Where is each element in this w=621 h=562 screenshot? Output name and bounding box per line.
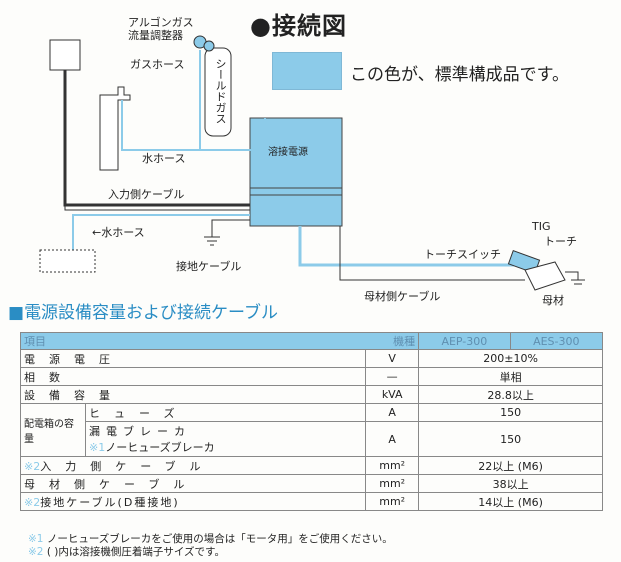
water-tap xyxy=(99,86,131,171)
tig-label-2: トーチ xyxy=(544,235,577,248)
row-label: ※2接地ケーブル(D種接地) xyxy=(19,492,367,511)
table-row: 相数 — 単相 xyxy=(19,367,603,386)
tig-label-1: TIG xyxy=(532,220,551,233)
header-model-2: AES-300 xyxy=(509,332,604,350)
legend-color-swatch xyxy=(272,52,342,90)
row-label: 相数 xyxy=(19,367,367,386)
row-unit: — xyxy=(365,367,420,386)
table-row: ※2接地ケーブル(D種接地) mm² 14以上 (M6) xyxy=(19,492,603,511)
row-value: 22以上 (M6) xyxy=(418,456,603,475)
row-unit: mm² xyxy=(365,492,420,511)
row-unit: A xyxy=(365,421,420,457)
shield-gas-label: シールドガス xyxy=(214,58,227,124)
welding-power-unit xyxy=(249,117,343,227)
gas-hose-label: ガスホース xyxy=(130,58,185,71)
row-label: ※2入力側ケーブル xyxy=(19,456,367,475)
table-row: 漏電ブレーカ ※1ノーヒューズブレーカ A 150 xyxy=(21,421,603,457)
water-hose-label: 水ホース xyxy=(142,152,186,165)
page-title: ●接続図 xyxy=(250,12,347,40)
table-row: 配電箱の容量 ヒューズ A 150 xyxy=(20,403,603,457)
table-header-row: 項目機種 AEP-300 AES-300 xyxy=(19,332,604,350)
row-value: 38以上 xyxy=(418,474,603,493)
row-value: 14以上 (M6) xyxy=(418,492,603,511)
row-unit: A xyxy=(365,403,420,422)
header-item: 項目機種 xyxy=(19,332,420,350)
row-value: 150 xyxy=(418,403,603,422)
row-label: 電源電圧 xyxy=(19,349,367,368)
row-label: 漏電ブレーカ ※1ノーヒューズブレーカ xyxy=(84,421,367,457)
row-label: ヒューズ xyxy=(84,403,367,422)
footnotes: ※1 ノーヒューズブレーカをご使用の場合は「モータ用」をご使用ください。 ※2 … xyxy=(28,533,393,559)
footnote-2: ※2 ( )内は溶接機側圧着端子サイズです。 xyxy=(28,546,225,558)
base-material-label: 母材 xyxy=(542,294,564,307)
legend-text: この色が、標準構成品です。 xyxy=(350,65,569,85)
row-unit: kVA xyxy=(365,385,420,404)
base-material xyxy=(524,261,566,291)
row-value: 200±10% xyxy=(418,349,603,368)
connection-diagram xyxy=(39,35,585,291)
welding-power-label: 溶接電源 xyxy=(268,147,308,158)
table-row: 電源電圧 V 200±10% xyxy=(19,349,603,368)
footnote-1: ※1 ノーヒューズブレーカをご使用の場合は「モータ用」をご使用ください。 xyxy=(28,533,393,545)
base-cable-label: 母材側ケーブル xyxy=(364,290,441,303)
row-value: 単相 xyxy=(418,367,603,386)
input-cable-label: 入力側ケーブル xyxy=(108,188,185,201)
row-unit: V xyxy=(365,349,420,368)
row-unit: mm² xyxy=(365,456,420,475)
table-row: 設備容量 kVA 28.8以上 xyxy=(19,385,603,404)
spec-table: 項目機種 AEP-300 AES-300 電源電圧 V 200±10% 相数 —… xyxy=(19,332,604,511)
water-hose-2-label: ←水ホース xyxy=(92,226,145,239)
section-title: ■電源設備容量および接続ケーブル xyxy=(8,303,279,323)
row-label: 設備容量 xyxy=(19,385,367,404)
row-value: 28.8以上 xyxy=(418,385,603,404)
table-row: ※2入力側ケーブル mm² 22以上 (M6) xyxy=(19,456,603,475)
row-label: 母材側ケーブル xyxy=(19,474,367,493)
argon-label-2: 流量調整器 xyxy=(128,29,183,42)
gas-cylinder xyxy=(204,47,232,137)
group-label: 配電箱の容量 xyxy=(20,403,86,457)
table-row: 母材側ケーブル mm² 38以上 xyxy=(19,474,603,493)
header-model-1: AEP-300 xyxy=(418,332,511,350)
row-unit: mm² xyxy=(365,474,420,493)
row-value: 150 xyxy=(418,421,603,457)
square-icon: ■ xyxy=(8,303,25,323)
distribution-box xyxy=(49,39,81,71)
drain xyxy=(39,249,96,273)
torch-switch-label: トーチスイッチ xyxy=(424,248,501,261)
argon-label-1: アルゴンガス xyxy=(128,16,194,29)
ground-cable-label: 接地ケーブル xyxy=(176,260,242,273)
